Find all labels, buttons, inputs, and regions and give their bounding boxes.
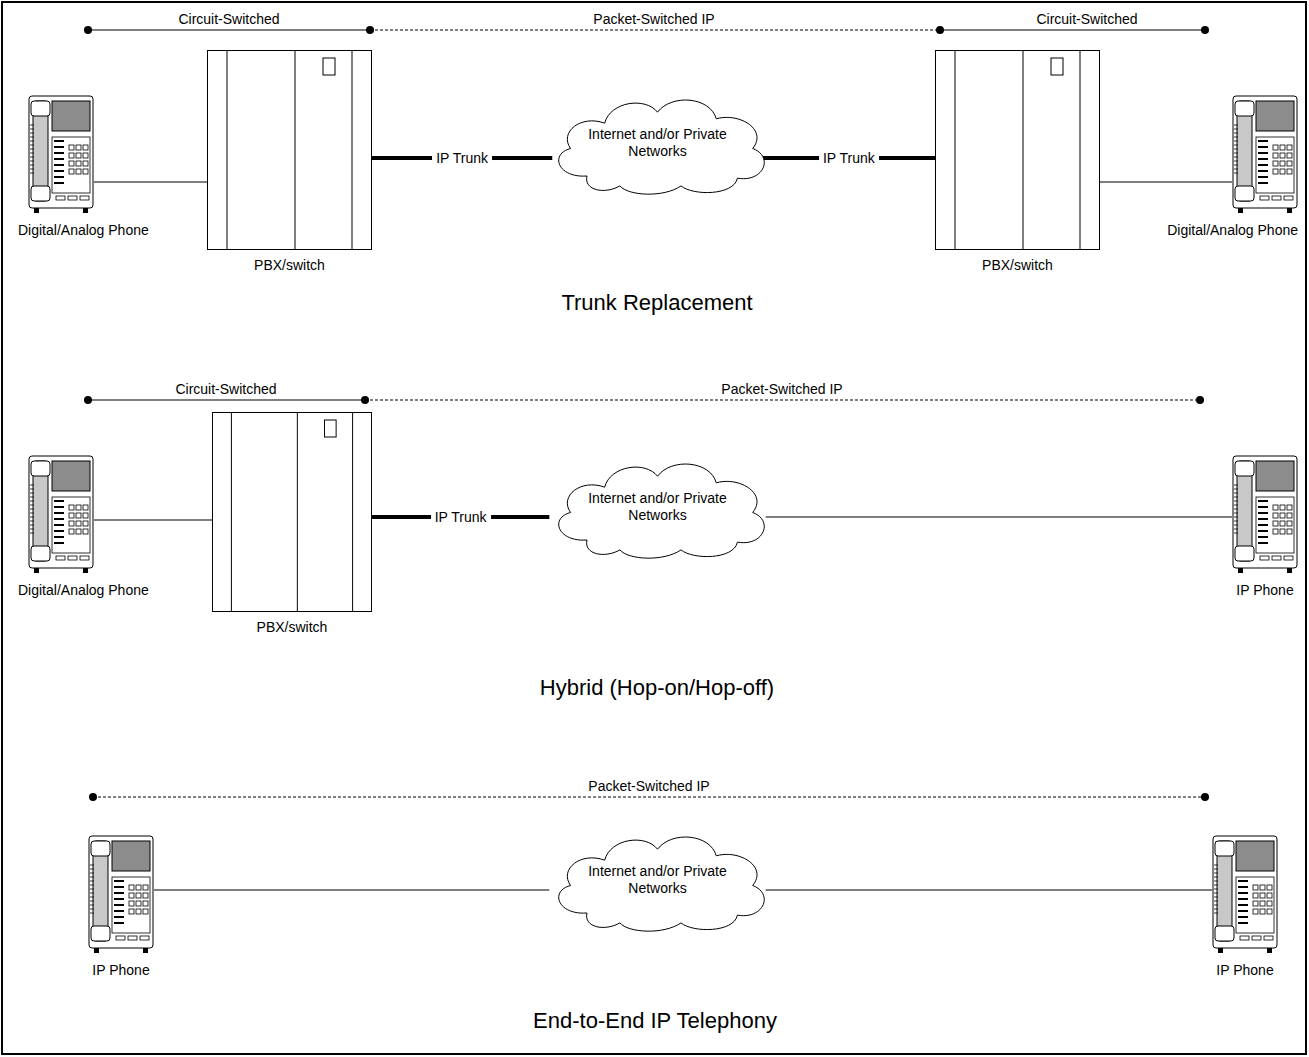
device-label: IP Phone	[1216, 962, 1273, 979]
device-label: Digital/Analog Phone	[18, 222, 149, 239]
span-label: Packet-Switched IP	[721, 381, 842, 397]
device-label: PBX/switch	[254, 257, 325, 274]
phone-line	[1100, 181, 1232, 182]
phone-shape	[88, 835, 154, 955]
network-label: Internet and/or Private Networks	[575, 490, 740, 524]
cloud-node: Internet and/or Private Networks	[540, 452, 775, 562]
span-label: Packet-Switched IP	[588, 778, 709, 794]
trunk-label: IP Trunk	[819, 150, 879, 167]
phone-shape	[28, 455, 94, 575]
phone-node: IP Phone	[1232, 455, 1298, 575]
pbx-shape	[212, 412, 372, 612]
span-label: Circuit-Switched	[1036, 11, 1137, 27]
phone-node: Digital/Analog Phone	[28, 95, 94, 215]
span-label: Circuit-Switched	[175, 381, 276, 397]
network-label: Internet and/or Private Networks	[575, 863, 740, 897]
panel-title: End-to-End IP Telephony	[533, 1008, 777, 1033]
network-label: Internet and/or Private Networks	[575, 126, 740, 160]
phone-line	[766, 516, 1232, 517]
device-label: IP Phone	[92, 962, 149, 979]
trunk-label: IP Trunk	[431, 509, 491, 526]
device-label: Digital/Analog Phone	[18, 582, 149, 599]
phone-line	[94, 181, 207, 182]
pbx-shape	[935, 50, 1100, 250]
span-dots	[84, 26, 1209, 801]
device-label: PBX/switch	[257, 619, 328, 636]
device-label: PBX/switch	[982, 257, 1053, 274]
phone-node: IP Phone	[88, 835, 154, 955]
span-label: Circuit-Switched	[178, 11, 279, 27]
phone-line	[154, 889, 549, 890]
span-label: Packet-Switched IP	[593, 11, 714, 27]
phone-shape	[1232, 455, 1298, 575]
phone-node: IP Phone	[1212, 835, 1278, 955]
phone-shape	[1212, 835, 1278, 955]
pbx-node: PBX/switch	[935, 50, 1100, 250]
panel-title: Trunk Replacement	[561, 290, 752, 315]
phone-node: Digital/Analog Phone	[28, 455, 94, 575]
phone-line	[766, 889, 1212, 890]
cloud-node: Internet and/or Private Networks	[540, 825, 775, 935]
cloud-node: Internet and/or Private Networks	[540, 88, 775, 198]
trunk-label: IP Trunk	[432, 150, 492, 167]
phone-line	[94, 519, 212, 520]
pbx-shape	[207, 50, 372, 250]
pbx-node: PBX/switch	[212, 412, 372, 612]
span-bars	[88, 30, 1205, 797]
pbx-node: PBX/switch	[207, 50, 372, 250]
phone-node: Digital/Analog Phone	[1232, 95, 1298, 215]
phone-shape	[1232, 95, 1298, 215]
panel-title: Hybrid (Hop-on/Hop-off)	[540, 675, 774, 700]
device-label: Digital/Analog Phone	[1167, 222, 1298, 239]
phone-shape	[28, 95, 94, 215]
device-label: IP Phone	[1236, 582, 1293, 599]
